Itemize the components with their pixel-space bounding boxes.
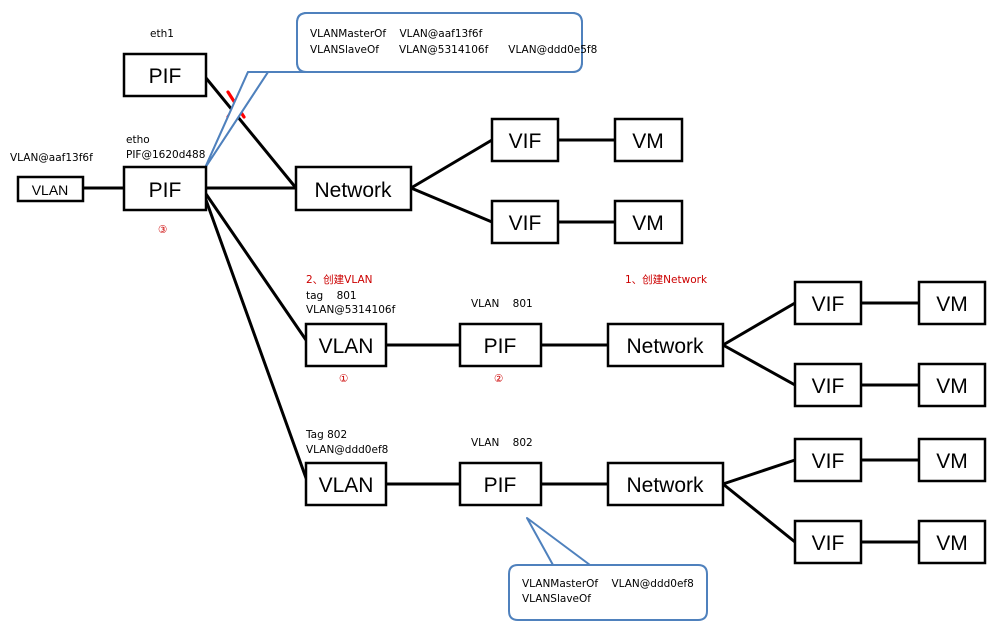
vlan-801-box: VLAN [304, 322, 388, 368]
vif-802-1-label: VIF [812, 450, 845, 473]
connector-pif-vlan801 [204, 192, 308, 342]
step1-create-network-label: 1、创建Network [625, 273, 708, 286]
vif-802-2-box: VIF [793, 519, 863, 565]
vm-802-2-label: VM [936, 532, 968, 555]
etho-label: etho [126, 134, 150, 146]
connector-eth1-network [204, 76, 298, 190]
pif801-vlan-label: VLAN 801 [471, 298, 533, 310]
pif-main-label: PIF [149, 179, 182, 202]
vif-top-2-label: VIF [509, 212, 542, 235]
eth1-label: eth1 [150, 28, 174, 40]
step2-marker: ② [494, 373, 503, 385]
vlan802-id-label: VLAN@ddd0ef8 [306, 444, 388, 456]
callout-bottom-master-text: VLANMasterOf VLAN@ddd0ef8 [522, 578, 694, 590]
vlan-802-label: VLAN [319, 474, 374, 497]
vm-top-1-label: VM [632, 130, 664, 153]
vm-top-2-box: VM [613, 199, 684, 245]
step2-create-vlan-label: 2、创建VLAN [306, 273, 373, 286]
callout-top-master-text: VLANMasterOf VLAN@aaf13f6f [310, 28, 483, 40]
connector-network801-vif-2 [721, 343, 797, 387]
connector-network-vif-top-2 [409, 186, 494, 224]
vif-802-1-box: VIF [793, 437, 863, 483]
pif-802-box: PIF [458, 461, 543, 507]
connections [81, 76, 921, 544]
vlan-left-box: VLAN [16, 175, 85, 203]
vlan-801-label: VLAN [319, 335, 374, 358]
vif-top-2-box: VIF [490, 199, 560, 245]
vlan-802-box: VLAN [304, 461, 388, 507]
tag801-label: tag 801 [306, 290, 357, 302]
network-801-label: Network [626, 335, 704, 358]
network-802-box: Network [606, 461, 725, 507]
connector-network-vif-top-1 [409, 138, 494, 190]
pif-801-label: PIF [484, 335, 517, 358]
pif-801-box: PIF [458, 322, 543, 368]
pif-id-label: PIF@1620d488 [126, 149, 205, 161]
step3-marker: ③ [158, 224, 167, 236]
step1-marker: ① [339, 373, 348, 385]
pif-eth1-label: PIF [149, 65, 182, 88]
vif-801-1-box: VIF [793, 280, 863, 326]
vm-top-2-label: VM [632, 212, 664, 235]
vm-802-1-label: VM [936, 450, 968, 473]
network-top-label: Network [314, 179, 392, 202]
pif802-vlan-label: VLAN 802 [471, 437, 533, 449]
vm-802-1-box: VM [917, 437, 987, 483]
vm-top-1-box: VM [613, 117, 684, 163]
vm-802-2-box: VM [917, 519, 987, 565]
pif-802-label: PIF [484, 474, 517, 497]
vif-801-2-box: VIF [793, 362, 863, 408]
connector-network802-vif-1 [721, 458, 797, 486]
vif-top-1-label: VIF [509, 130, 542, 153]
callout-top: VLANMasterOf VLAN@aaf13f6f VLANSlaveOf V… [204, 12, 597, 169]
vif-top-1-box: VIF [490, 117, 560, 163]
connector-network801-vif-1 [721, 301, 797, 347]
callout-bottom-slave-text: VLANSlaveOf [522, 593, 591, 605]
network-801-box: Network [606, 322, 725, 368]
vif-802-2-label: VIF [812, 532, 845, 555]
vm-801-1-box: VM [917, 280, 987, 326]
pif-main-box: PIF [122, 165, 208, 212]
tag802-label: Tag 802 [305, 429, 347, 441]
vif-801-1-label: VIF [812, 293, 845, 316]
vlan-left-id-label: VLAN@aaf13f6f [10, 152, 93, 164]
vm-801-2-box: VM [917, 362, 987, 408]
vlan-left-label: VLAN [32, 182, 69, 198]
vm-801-1-label: VM [936, 293, 968, 316]
callout-bottom: VLANMasterOf VLAN@ddd0ef8 VLANSlaveOf [508, 517, 708, 621]
vm-801-2-label: VM [936, 375, 968, 398]
connector-pif-vlan802 [204, 198, 308, 480]
callout-top-slave-text: VLANSlaveOf VLAN@5314106f VLAN@ddd0e5f8 [310, 44, 597, 56]
vlan801-id-label: VLAN@5314106f [306, 304, 396, 316]
network-top-box: Network [294, 165, 413, 212]
network-802-label: Network [626, 474, 704, 497]
connector-network802-vif-2 [721, 482, 797, 544]
vif-801-2-label: VIF [812, 375, 845, 398]
pif-eth1-box: PIF [122, 52, 208, 98]
